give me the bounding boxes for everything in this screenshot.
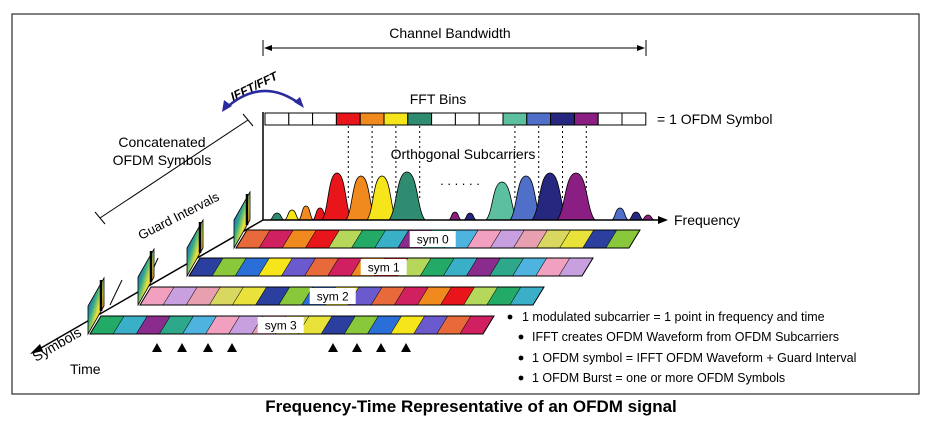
sym-label-bg [257,317,304,333]
subcarrier-hump [388,171,426,221]
fft-bin [573,112,599,126]
frequency-label: Frequency [674,212,740,228]
fft-bin [335,112,361,126]
symbols-label: Symbols [30,324,84,365]
bullet-item: 1 OFDM symbol = IFFT OFDM Waveform + Gua… [532,351,856,365]
sym-label-bg [409,231,456,247]
symbol-row-outline [139,286,545,306]
subcarrier-guides [347,126,587,200]
subcarrier-spectrum [269,171,655,221]
ifft-arrow-right-head [294,97,304,108]
sidelobe [610,207,630,221]
fft-bin [407,112,433,126]
time-frequency-plane: sym 0 sym 1 sym 2 sym 3 [87,190,641,336]
bandwidth-arrow-left-head [264,45,272,51]
symbol-marker [376,343,386,352]
bullet-item: 1 modulated subcarrier = 1 point in freq… [522,310,825,324]
concatenated-tick-top [242,113,254,127]
sidelobe [641,214,655,221]
bullet-dot [518,334,524,340]
fft-bin [526,112,552,126]
sidelobe [447,211,463,221]
symbol-row-outline [89,315,495,335]
sym-label: sym 1 [368,261,400,275]
fft-bin [550,112,575,126]
fft-bin [621,112,647,126]
fft-bin [288,112,314,126]
concatenated-label-line2: OFDM Symbols [113,152,212,168]
time-axis-head [30,344,43,354]
bullet-list: 1 modulated subcarrier = 1 point in freq… [507,310,856,385]
symbol-row-outline [235,229,641,249]
time-label: Time [70,361,101,377]
guard-intervals-label: Guard Intervals [136,189,222,243]
symbol-marker [328,343,338,352]
frequency-axis-head [658,216,668,224]
guard-pointer [109,279,123,306]
concatenated-measure [99,119,249,219]
sym-label-bg [309,288,356,304]
fft-bins-bar [264,112,647,126]
fft-bin [264,112,290,126]
bullet-dot [507,314,513,320]
fft-bin [502,112,528,126]
symbol-marker [177,343,187,352]
figure-frame [11,13,920,395]
fft-bin [478,112,504,126]
bullet-dot [518,355,524,361]
subcarrier-hump [556,172,596,221]
sym-label: sym 2 [317,290,349,304]
ifft-arrow [225,89,301,109]
bandwidth-arrow-right-head [637,45,645,51]
symbol-marker [352,343,362,352]
sidelobe [283,209,301,221]
symbol-marker [152,343,162,352]
symbol-marker [401,343,411,352]
symbol-markers [152,343,411,352]
figure-caption: Frequency-Time Representative of an OFDM… [265,397,677,416]
ifft-fft-label: IFFT/FFT [228,68,281,104]
fft-bin [312,112,337,126]
symbol-marker [203,343,213,352]
channel-bandwidth-label: Channel Bandwidth [389,25,510,41]
fft-bin [431,112,456,126]
sidelobe [628,211,644,221]
bullet-item: IFFT creates OFDM Waveform from OFDM Sub… [532,330,839,344]
orthogonal-subcarriers-label: Orthogonal Subcarriers [391,146,536,162]
symbol-row-outline [188,257,594,277]
sidelobe [463,212,477,221]
one-ofdm-symbol-label: = 1 OFDM Symbol [657,111,773,127]
sym-label-bg [360,259,407,275]
fft-bin [359,112,385,126]
sidelobe [297,205,315,221]
ifft-arrow-left-head [222,100,232,112]
sidelobe [269,212,285,221]
fft-bin [597,112,623,126]
sym-label: sym 0 [417,233,449,247]
symbol-marker [227,343,237,352]
subcarrier-hump [321,172,353,221]
fft-bin [383,112,409,126]
concatenated-label-line1: Concatenated [118,134,205,150]
concatenated-tick-bottom [94,211,106,225]
fft-bins-label: FFT Bins [410,91,467,107]
sym-label: sym 3 [265,319,297,333]
fft-bin [454,112,480,126]
subcarrier-ellipsis: . . . . . . [440,173,480,188]
bullet-item: 1 OFDM Burst = one or more OFDM Symbols [532,371,785,385]
bullet-dot [518,375,524,381]
